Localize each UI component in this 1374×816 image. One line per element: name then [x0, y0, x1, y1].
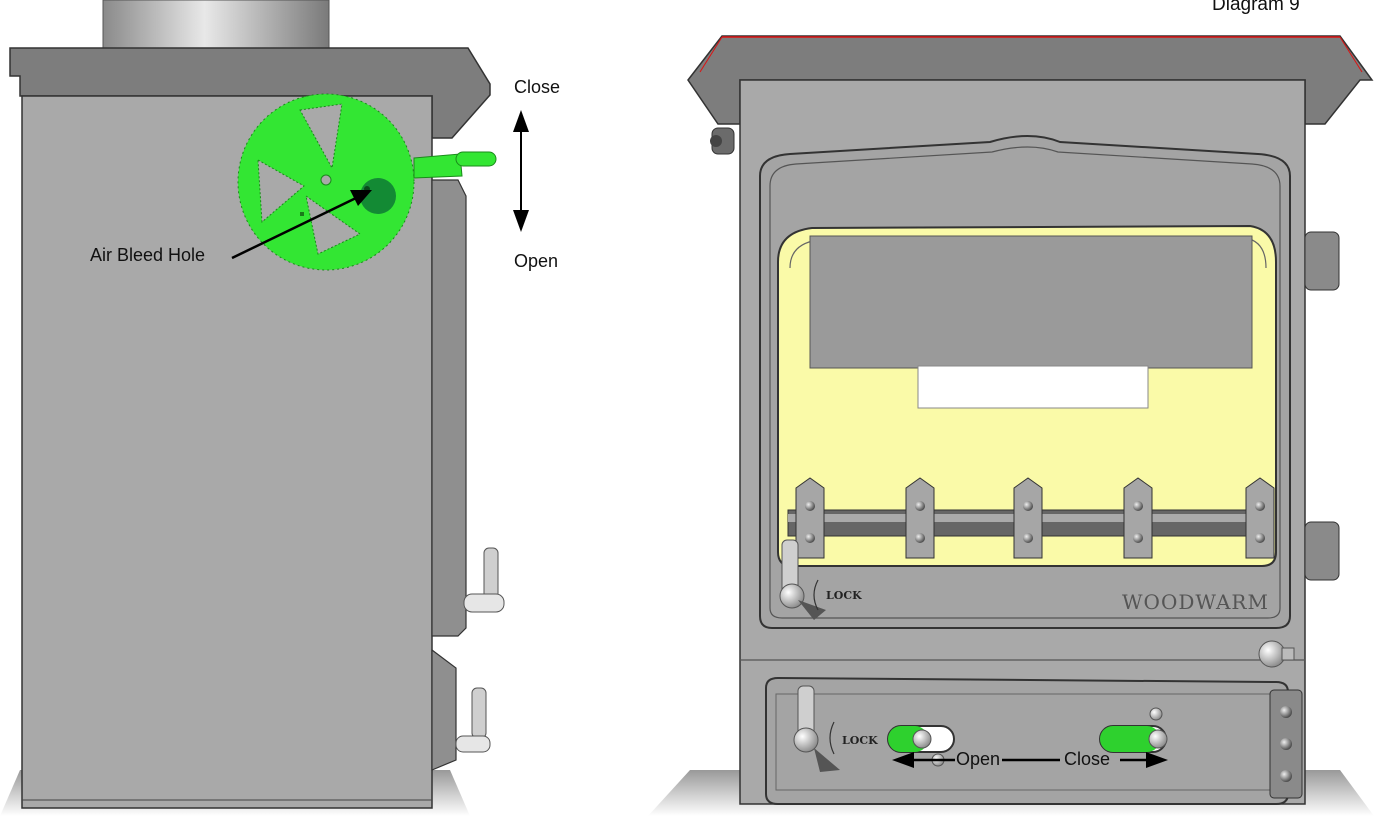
ash-top-knob[interactable]	[1258, 640, 1295, 668]
air-bleed-hole-label: Air Bleed Hole	[90, 245, 206, 265]
side-flue-collar	[102, 0, 330, 49]
slider-open-label: Open	[956, 749, 1001, 769]
fire-door-handle[interactable]	[779, 539, 826, 620]
secondary-air-slider[interactable]	[1099, 707, 1168, 753]
door-hinges	[1304, 231, 1340, 581]
side-door-handle[interactable]	[463, 547, 505, 613]
side-ash-handle[interactable]	[455, 687, 491, 753]
door-lock-label: LOCK	[826, 589, 862, 602]
fire-fret	[795, 477, 1275, 559]
firebrick-white	[917, 365, 1149, 409]
diagram-caption: Diagram 9	[1212, 0, 1300, 15]
ashpan-lock-label: LOCK	[842, 734, 878, 747]
baffle-plate	[809, 235, 1253, 369]
primary-air-slider[interactable]	[887, 725, 955, 767]
side-view	[0, 0, 529, 816]
front-view	[648, 35, 1374, 816]
slider-close-label: Close	[1064, 749, 1111, 769]
side-close-label: Close	[514, 77, 561, 97]
damper-lever[interactable]	[413, 151, 497, 179]
ashpan-handle[interactable]	[793, 685, 840, 772]
brand-logo-text: WOODWARM	[1122, 590, 1269, 614]
air-damper-disc[interactable]	[237, 93, 415, 271]
side-door-profile	[431, 179, 467, 637]
side-open-label: Open	[514, 251, 559, 271]
front-air-knob[interactable]	[710, 127, 735, 155]
ashpan-hinge	[1269, 689, 1303, 799]
